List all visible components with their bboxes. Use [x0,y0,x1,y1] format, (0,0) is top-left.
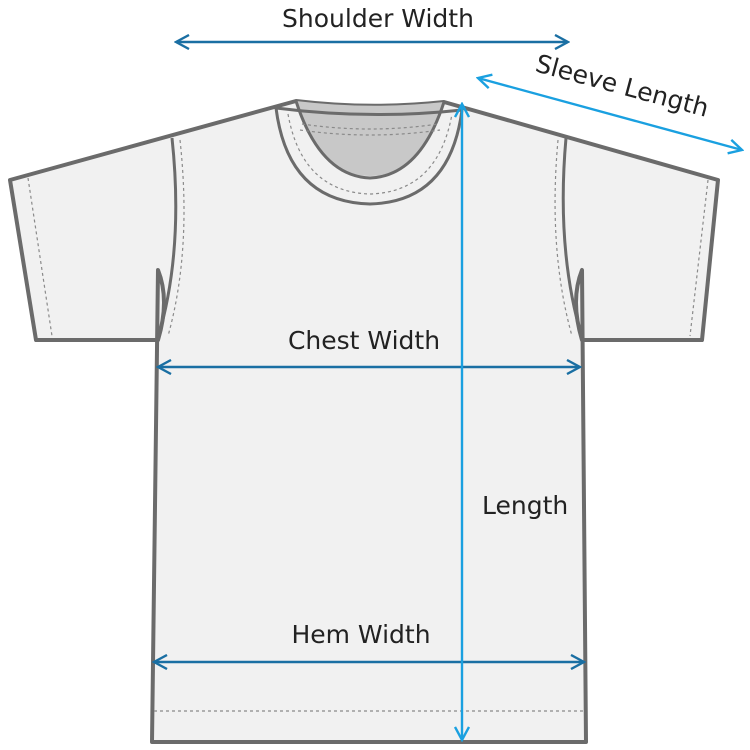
collar-inner [296,101,444,176]
tshirt-body [8,99,720,744]
measurement-arrows [154,42,742,740]
collar-inner-edge [294,100,446,180]
right-armhole-seam [561,137,584,339]
sleeve-length-arrow [478,78,742,150]
left-armhole-seam [156,137,178,339]
shoulder-width-label: Shoulder Width [282,4,474,33]
chest-width-label: Chest Width [288,326,440,355]
collar-stitch-2 [301,123,439,130]
left-armhole-stitch [167,139,185,337]
right-sleeve-hem-stitch [689,179,709,337]
right-armhole-stitch [554,139,573,337]
hem-width-label: Hem Width [291,620,430,649]
collar-band [274,106,464,206]
collar-stitch-1 [287,113,453,195]
length-label: Length [482,491,568,520]
sleeve-length-label: Sleeve Length [533,49,712,123]
tshirt-illustration [8,99,720,744]
left-sleeve-hem-stitch [27,177,53,337]
